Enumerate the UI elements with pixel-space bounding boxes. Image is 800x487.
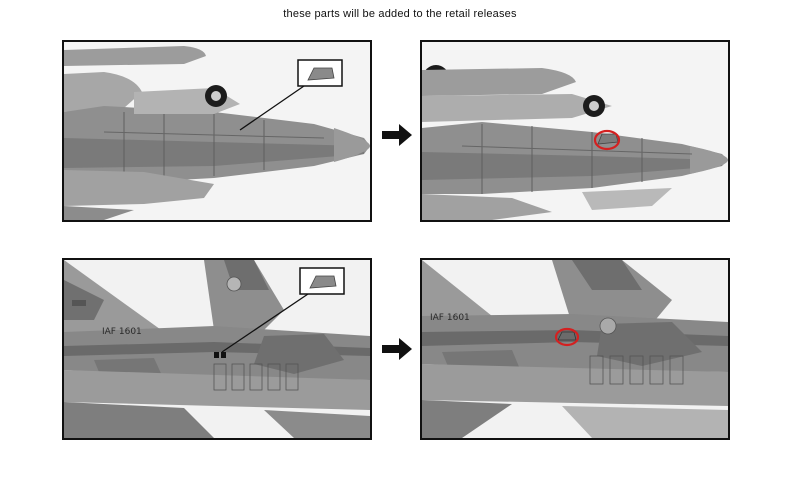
tail-code: IAF 1601 (102, 327, 142, 337)
part-icon (307, 67, 335, 81)
arrow-right-icon (380, 122, 414, 148)
aircraft-underside-top-after (422, 42, 728, 220)
arrow-right-icon (380, 336, 414, 362)
part-icon (309, 275, 337, 289)
aircraft-side-bottom-after: IAF 1601 (422, 260, 728, 438)
photo-bottom-after: IAF 1601 (420, 258, 730, 440)
highlight-circle (554, 327, 580, 347)
installed-part (597, 133, 619, 145)
photo-bottom-before: IAF 1601 (62, 258, 372, 440)
aircraft-side-bottom-before: IAF 1601 (64, 260, 370, 438)
callout-leader-line (239, 85, 305, 131)
callout-leader-line (221, 293, 309, 353)
aircraft-underside-top-before (64, 42, 370, 220)
caption: these parts will be added to the retail … (283, 8, 517, 20)
tail-code: IAF 1601 (430, 313, 470, 323)
photo-top-after (420, 40, 730, 222)
highlight-circle (593, 129, 621, 151)
photo-top-before (62, 40, 372, 222)
